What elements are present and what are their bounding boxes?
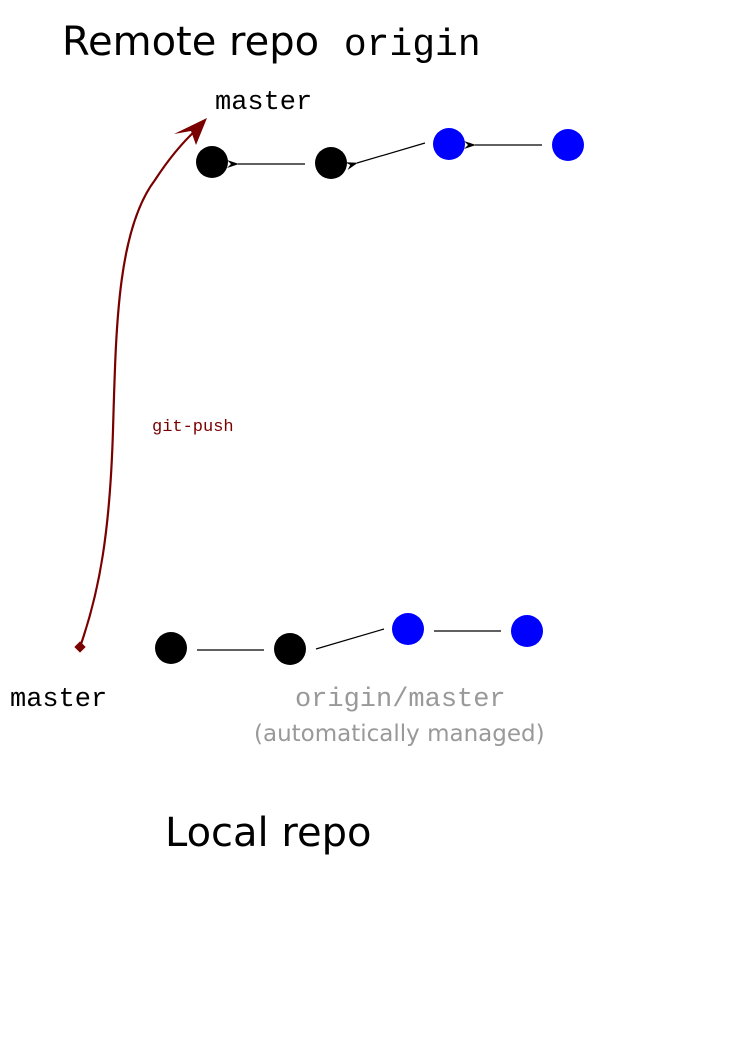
- remote-parent-arrow-2: [345, 142, 426, 170]
- push-arrow-start-marker: [74, 641, 86, 653]
- remote-commit-1: [196, 146, 228, 178]
- local-repo-title: Local repo: [165, 810, 371, 856]
- remote-repo-name: origin: [344, 24, 481, 67]
- local-link-2: [315, 628, 385, 650]
- origin-master-label: origin/master: [295, 685, 506, 715]
- remote-commit-4: [552, 129, 584, 161]
- remote-master-label: master: [215, 88, 312, 118]
- push-arrow-curve: [78, 129, 197, 648]
- remote-repo-title: Remote repo origin: [62, 19, 481, 67]
- local-commit-2: [274, 633, 306, 665]
- remote-commit-graph: [196, 128, 584, 179]
- local-commit-4: [511, 615, 543, 647]
- local-master-label: master: [10, 685, 107, 715]
- push-arrow: [74, 118, 207, 653]
- git-push-label: git-push: [152, 418, 234, 437]
- local-commit-graph: [155, 613, 543, 665]
- local-commit-1: [155, 632, 187, 664]
- push-arrow-head: [174, 118, 207, 145]
- local-commit-3: [392, 613, 424, 645]
- remote-repo-title-text: Remote repo: [62, 19, 319, 65]
- remote-commit-2: [315, 147, 347, 179]
- remote-commit-3: [433, 128, 465, 160]
- tracking-note: (automatically managed): [254, 721, 545, 747]
